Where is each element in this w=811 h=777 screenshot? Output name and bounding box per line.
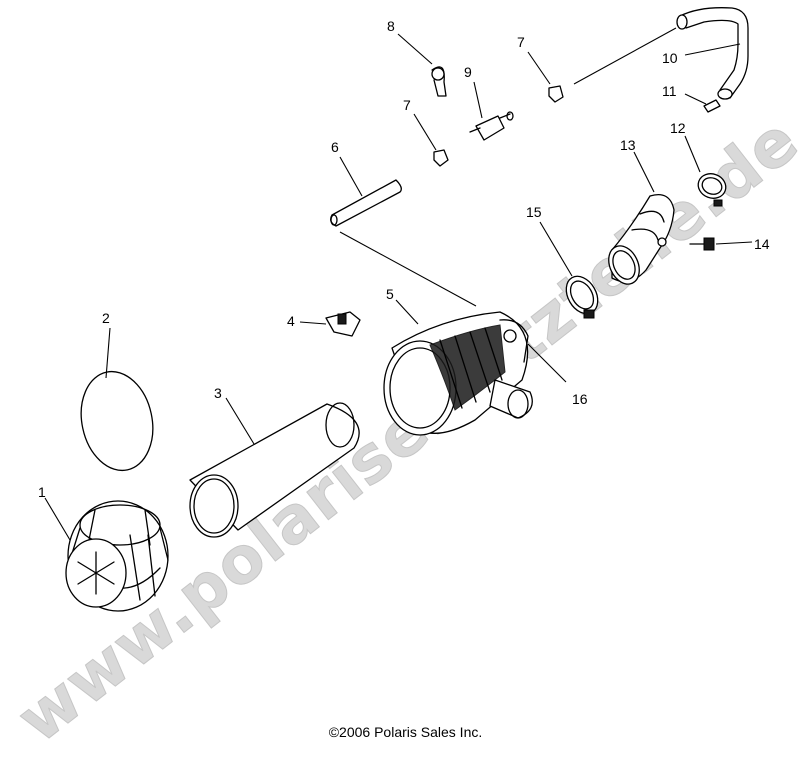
callout-16: 16 <box>572 391 588 407</box>
callout-13: 13 <box>620 137 636 153</box>
leader-lines <box>44 27 753 541</box>
part-1-airbox-cover[interactable] <box>65 500 169 612</box>
callout-labels: 1 2 3 4 5 6 7 7 8 9 10 11 12 13 14 15 16 <box>38 18 770 500</box>
copyright-text: ©2006 Polaris Sales Inc. <box>328 724 483 740</box>
callout-3: 3 <box>214 385 222 401</box>
callout-1: 1 <box>38 484 46 500</box>
part-16-clamp[interactable] <box>499 319 529 363</box>
callout-5: 5 <box>386 286 394 302</box>
part-13-intake-duct[interactable] <box>603 193 675 289</box>
part-3-filter-element[interactable] <box>189 402 360 538</box>
part-4-clip[interactable] <box>325 311 361 337</box>
part-7b-clamp[interactable] <box>548 85 564 103</box>
part-9-valve[interactable] <box>469 111 514 141</box>
callout-14: 14 <box>754 236 770 252</box>
part-5-airbox-housing[interactable] <box>383 311 533 436</box>
part-7a-clamp[interactable] <box>433 149 449 167</box>
part-2-gasket[interactable] <box>72 365 161 477</box>
callout-15: 15 <box>526 204 542 220</box>
callout-11: 11 <box>662 83 677 99</box>
callout-2: 2 <box>102 310 110 326</box>
part-15-hose-clamp[interactable] <box>560 271 604 320</box>
callout-10: 10 <box>662 50 678 66</box>
callout-7b: 7 <box>517 34 525 50</box>
part-12-hose-clamp[interactable] <box>695 170 730 207</box>
callout-8: 8 <box>387 18 395 34</box>
callout-12: 12 <box>670 120 686 136</box>
part-6-tube[interactable] <box>330 179 402 227</box>
part-10-vent-hose[interactable] <box>676 7 749 100</box>
callout-6: 6 <box>331 139 339 155</box>
part-14-screw[interactable] <box>689 237 715 251</box>
part-8-clip[interactable] <box>431 66 447 97</box>
callout-7a: 7 <box>403 97 411 113</box>
callout-4: 4 <box>287 313 295 329</box>
part-11-fitting[interactable] <box>703 99 721 113</box>
callout-9: 9 <box>464 64 472 80</box>
